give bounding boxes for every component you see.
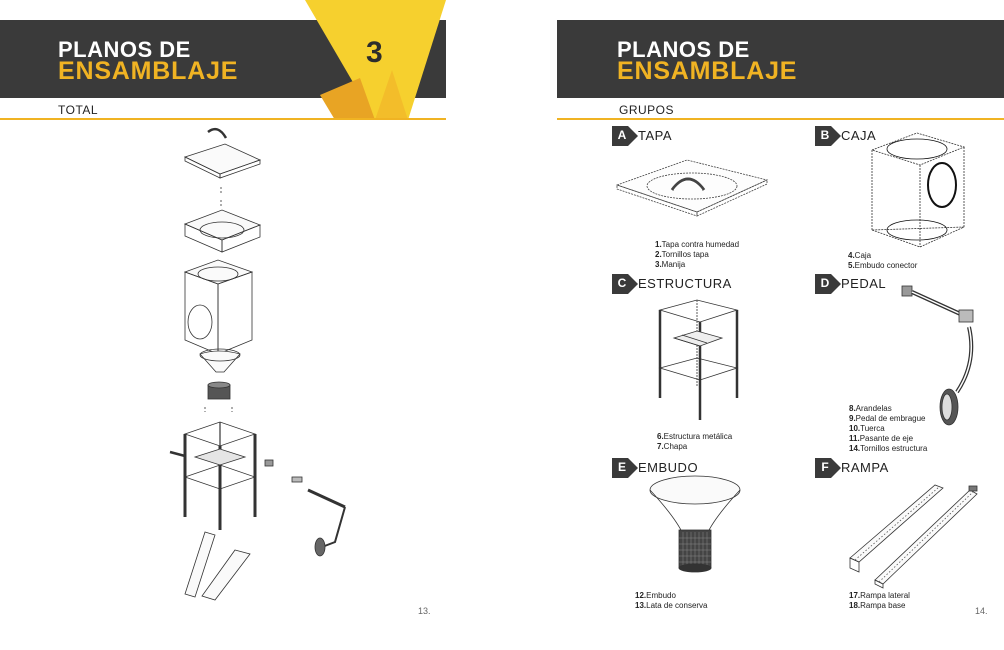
legend-item: 7.Chapa (657, 442, 688, 451)
group-badge-icon (815, 126, 841, 146)
right-page: PLANOS DE ENSAMBLAJE GRUPOS A TAPA 1.Tap… (557, 0, 1004, 650)
group-badge-icon (612, 458, 638, 478)
legend-item: 1.Tapa contra humedad (655, 240, 740, 249)
legend-item: 5.Embudo conector (848, 261, 918, 270)
chapter-triangle-icon (305, 0, 446, 120)
legend-item: 11.Pasante de eje (849, 434, 914, 443)
legend-item: 17.Rampa lateral (849, 591, 910, 600)
chapter-number: 3 (366, 36, 383, 69)
group-b-legend: 4.Caja 5.Embudo conector (848, 251, 917, 271)
group-letter: D (820, 276, 830, 290)
group-letter: C (617, 276, 627, 290)
left-page: 3 PLANOS DE ENSAMBLAJE TOTAL (0, 0, 480, 650)
group-title: ESTRUCTURA (638, 276, 732, 291)
group-f-legend: 17.Rampa lateral 18.Rampa base (849, 591, 910, 611)
legend-item: 18.Rampa base (849, 601, 906, 610)
legend-item: 3.Manija (655, 260, 686, 269)
page-number: 14. (975, 606, 988, 616)
page-title-line1: PLANOS DE (58, 37, 191, 62)
exploded-assembly-drawing (169, 127, 346, 601)
legend-item: 10.Tuerca (849, 424, 885, 433)
estructura-drawing (658, 299, 739, 420)
group-c-legend: 6.Estructura metálica 7.Chapa (657, 432, 732, 452)
group-d-legend: 8.Arandelas 9.Pedal de embrague 10.Tuerc… (849, 404, 927, 454)
group-title: RAMPA (841, 460, 889, 475)
group-a-legend: 1.Tapa contra humedad 2.Tornillos tapa 3… (655, 240, 739, 270)
group-letter: B (820, 128, 830, 142)
legend-item: 9.Pedal de embrague (849, 414, 926, 423)
legend-item: 4.Caja (848, 251, 872, 260)
legend-item: 12.Embudo (635, 591, 676, 600)
header-band (557, 20, 1004, 98)
page-title-line2: ENSAMBLAJE (617, 57, 798, 85)
page-number: 13. (418, 606, 431, 616)
group-badge-icon (815, 458, 841, 478)
group-e-legend: 12.Embudo 13.Lata de conserva (635, 591, 708, 611)
group-badge-icon (612, 126, 638, 146)
rampa-drawing (849, 484, 978, 589)
accent-rule (0, 118, 446, 120)
group-title: PEDAL (841, 276, 887, 291)
group-badge-icon (815, 274, 841, 294)
legend-item: 14.Tornillos estructura (849, 444, 928, 453)
tapa-drawing (615, 159, 769, 217)
legend-item: 13.Lata de conserva (635, 601, 708, 610)
group-letter: E (617, 460, 626, 474)
group-title: EMBUDO (638, 460, 699, 475)
group-letter: F (821, 460, 829, 474)
embudo-drawing (649, 475, 741, 573)
legend-item: 6.Estructura metálica (657, 432, 733, 441)
accent-rule (557, 118, 1004, 120)
pedal-drawing (901, 285, 974, 426)
group-letter: A (617, 128, 627, 142)
group-badge-icon (612, 274, 638, 294)
legend-item: 8.Arandelas (849, 404, 892, 413)
caja-drawing (870, 132, 966, 248)
page-title-line2: ENSAMBLAJE (58, 57, 239, 85)
group-title: TAPA (638, 128, 673, 143)
page-title-line1: PLANOS DE (617, 37, 750, 62)
section-subtitle: GRUPOS (619, 103, 675, 117)
section-subtitle: TOTAL (58, 103, 99, 117)
legend-item: 2.Tornillos tapa (655, 250, 709, 259)
group-title: CAJA (841, 128, 877, 143)
